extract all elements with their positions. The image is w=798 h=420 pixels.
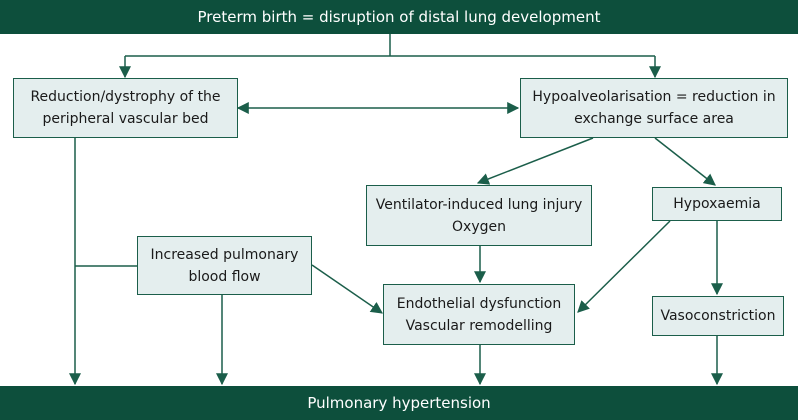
node-text: Vascular remodelling (405, 317, 553, 334)
node-text: Hypoxaemia (673, 196, 761, 212)
arrow-hypoalveolarisation-to-hypoxaemia (654, 137, 716, 186)
node-hypoalveolarisation: Hypoalveolarisation = reduction in excha… (520, 78, 788, 138)
node-text: Oxygen (452, 218, 506, 235)
arrow-blood-flow-to-endothelial (311, 264, 383, 314)
node-text: Vasoconstriction (660, 308, 776, 324)
node-text: Reduction/dystrophy of the (30, 89, 221, 105)
node-endothelial: Endothelial dysfunction Vascular remodel… (383, 284, 575, 345)
node-ventilator-injury: Ventilator-induced lung injury Oxygen (366, 185, 592, 246)
arrow-hypoalveolarisation-to-ventilator (476, 137, 594, 185)
node-pulmonary-blood-flow: Increased pulmonary blood flow (137, 236, 312, 295)
node-vascular-bed: Reduction/dystrophy of the peripheral va… (13, 78, 238, 138)
footer-band: Pulmonary hypertension (0, 386, 798, 420)
node-text: Increased pulmonary (150, 246, 299, 263)
header-band: Preterm birth = disruption of distal lun… (0, 0, 798, 34)
node-text: Ventilator-induced lung injury (375, 196, 583, 213)
node-text: exchange surface area (574, 111, 734, 127)
node-text: Endothelial dysfunction (396, 295, 562, 312)
arrow-hypoxaemia-to-endothelial (577, 220, 671, 313)
node-text: Hypoalveolarisation = reduction in (532, 89, 776, 105)
header-text: Preterm birth = disruption of distal lun… (197, 8, 601, 26)
node-text: blood flow (188, 268, 261, 285)
node-vasoconstriction: Vasoconstriction (652, 296, 784, 336)
node-text: peripheral vascular bed (42, 111, 209, 127)
footer-text: Pulmonary hypertension (307, 394, 491, 412)
node-hypoxaemia: Hypoxaemia (652, 187, 782, 221)
